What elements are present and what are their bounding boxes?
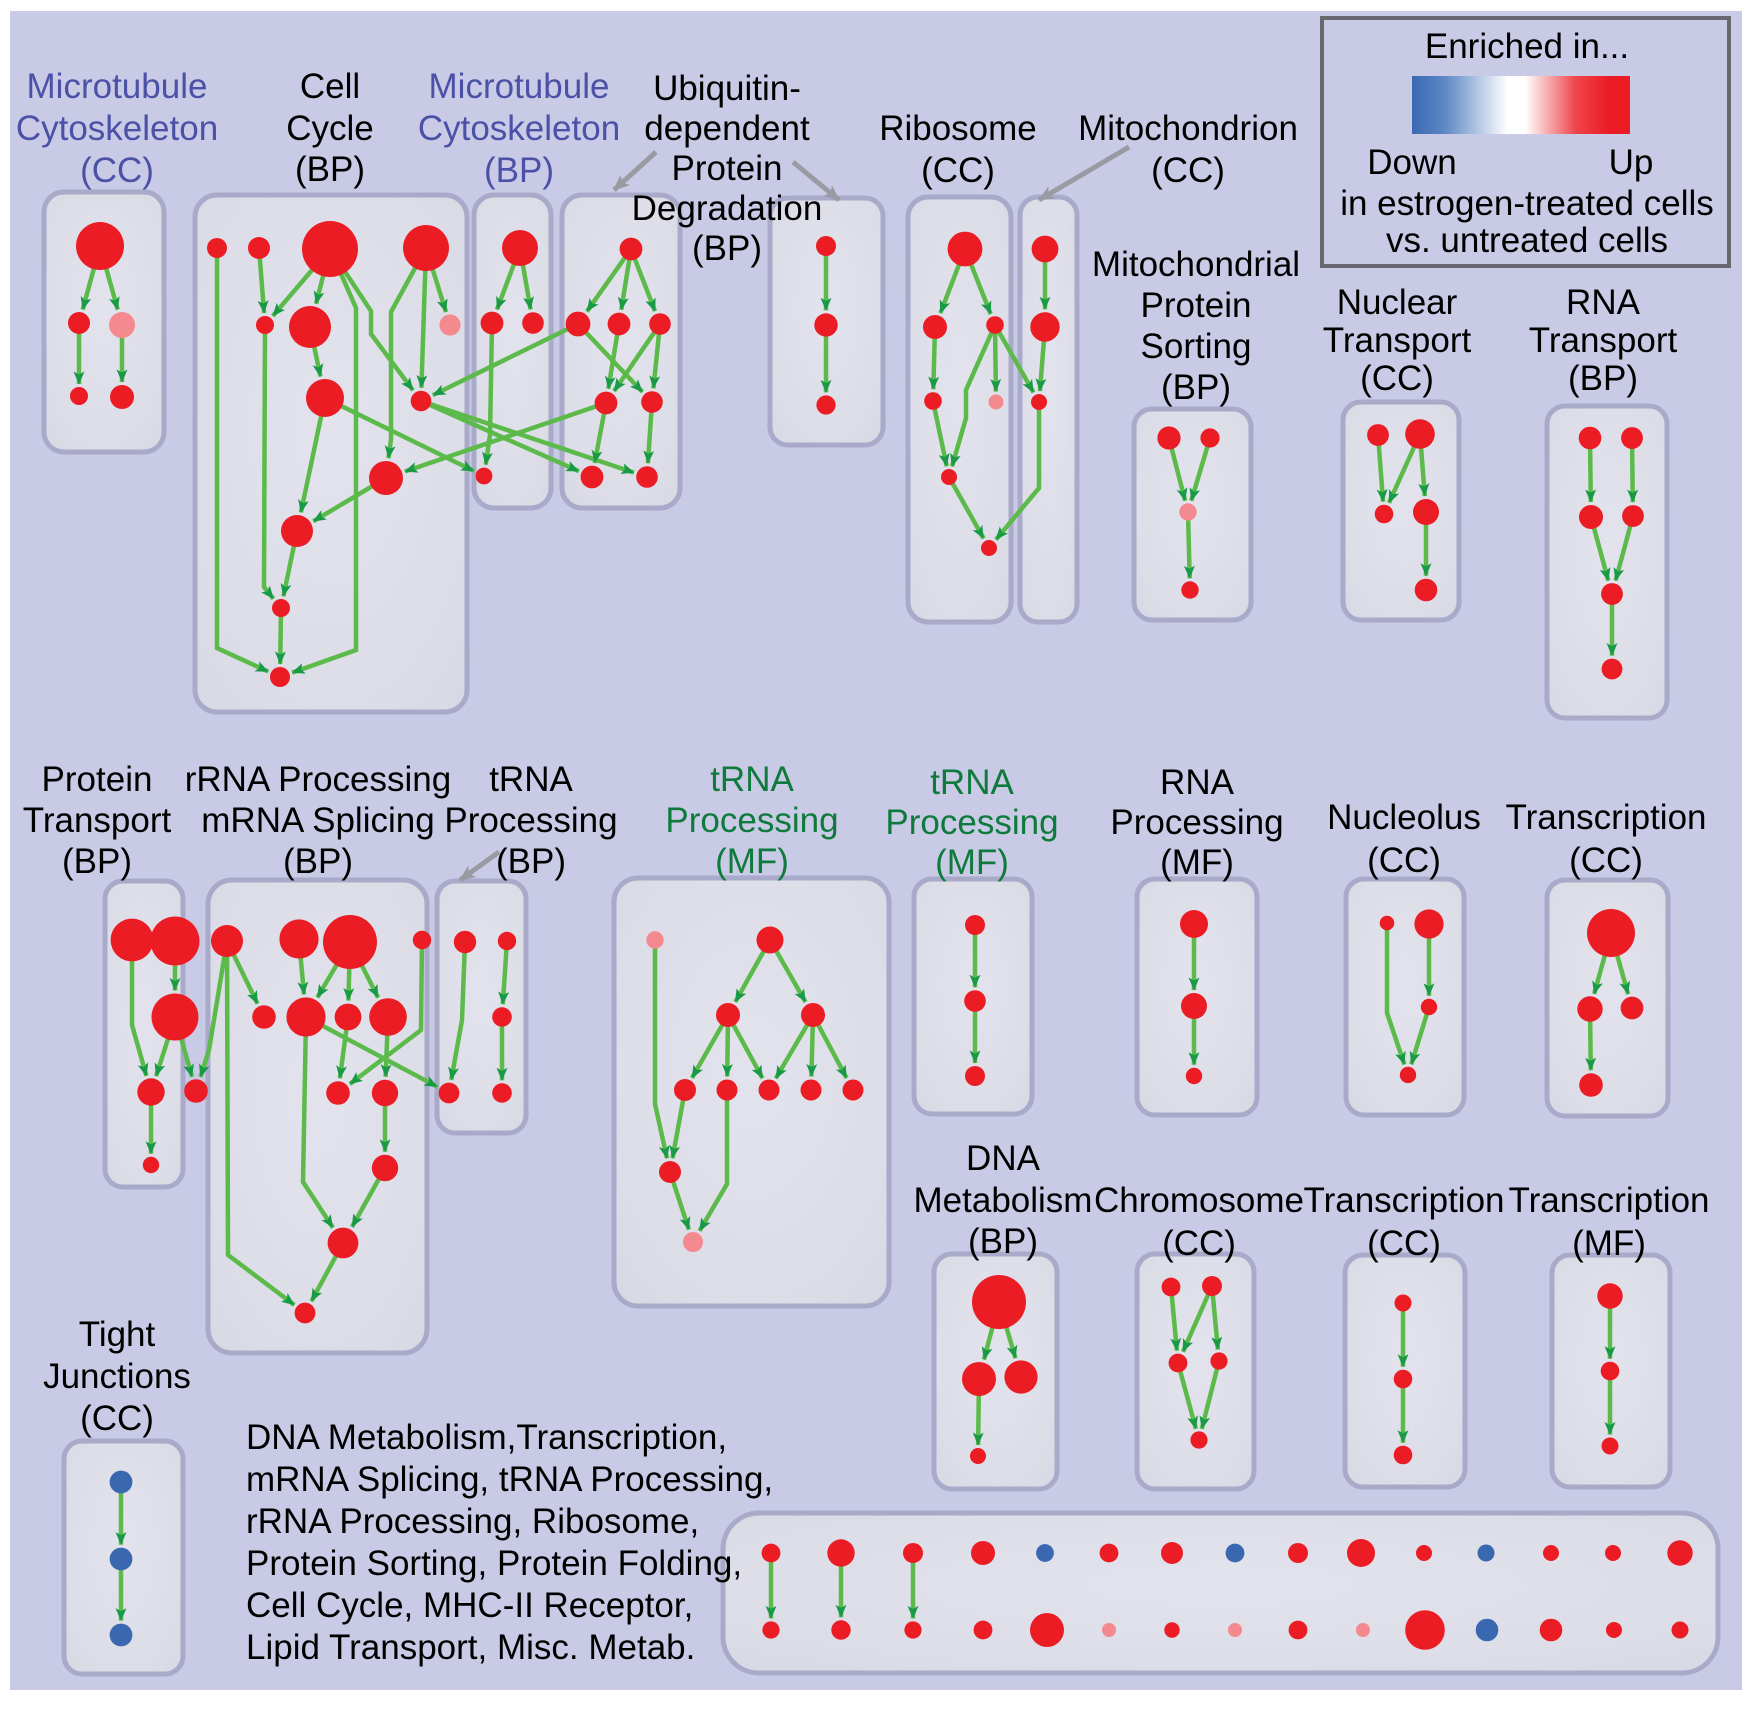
svg-text:Up: Up [1609,143,1654,182]
svg-text:rRNA Processing: rRNA Processing [185,760,451,799]
svg-text:Junctions: Junctions [43,1357,191,1396]
svg-text:DNA Metabolism,Transcription,: DNA Metabolism,Transcription, [246,1418,727,1457]
svg-text:(BP): (BP) [484,151,554,190]
svg-text:(MF): (MF) [715,842,789,881]
svg-text:mRNA Splicing: mRNA Splicing [201,801,434,840]
svg-text:Chromosome: Chromosome [1094,1181,1304,1220]
svg-text:Cytoskeleton: Cytoskeleton [418,109,620,148]
svg-text:Transcription: Transcription [1304,1181,1505,1220]
svg-text:Protein: Protein [672,149,783,188]
svg-text:Cell: Cell [300,67,360,106]
svg-text:Tight: Tight [79,1315,156,1354]
svg-text:(BP): (BP) [283,842,353,881]
svg-text:Transport: Transport [1529,321,1678,360]
svg-text:Enriched in...: Enriched in... [1425,27,1629,66]
svg-text:(CC): (CC) [1367,841,1441,880]
svg-text:Metabolism: Metabolism [914,1181,1093,1220]
svg-text:(BP): (BP) [1161,368,1231,407]
svg-text:(CC): (CC) [80,151,154,190]
svg-text:(CC): (CC) [1569,841,1643,880]
svg-text:Transcription: Transcription [1509,1181,1710,1220]
svg-text:(MF): (MF) [1572,1224,1646,1263]
svg-text:Processing: Processing [885,803,1058,842]
svg-text:(BP): (BP) [496,842,566,881]
svg-text:Cell Cycle, MHC-II Receptor,: Cell Cycle, MHC-II Receptor, [246,1586,693,1625]
svg-text:Degradation: Degradation [632,189,823,228]
svg-text:tRNA: tRNA [489,760,573,799]
svg-text:tRNA: tRNA [930,763,1014,802]
svg-text:(CC): (CC) [921,151,995,190]
svg-text:vs. untreated cells: vs. untreated cells [1386,221,1668,260]
svg-text:Nucleolus: Nucleolus [1327,798,1481,837]
svg-text:Microtubule: Microtubule [429,67,610,106]
svg-text:Protein Sorting, Protein Foldi: Protein Sorting, Protein Folding, [246,1544,742,1583]
svg-text:Transport: Transport [23,801,172,840]
svg-text:(BP): (BP) [692,229,762,268]
svg-text:(CC): (CC) [1162,1224,1236,1263]
svg-text:Lipid Transport, Misc. Metab.: Lipid Transport, Misc. Metab. [246,1628,695,1667]
svg-text:RNA: RNA [1566,283,1641,322]
svg-text:dependent: dependent [644,109,810,148]
svg-text:(CC): (CC) [1367,1224,1441,1263]
svg-text:Transcription: Transcription [1506,798,1707,837]
svg-text:(BP): (BP) [62,842,132,881]
svg-text:(BP): (BP) [968,1222,1038,1261]
svg-text:(CC): (CC) [80,1399,154,1438]
svg-text:Cytoskeleton: Cytoskeleton [16,109,218,148]
svg-text:Ribosome: Ribosome [879,109,1037,148]
svg-text:Mitochondrion: Mitochondrion [1078,109,1298,148]
svg-text:Cycle: Cycle [286,109,374,148]
svg-text:tRNA: tRNA [710,760,794,799]
svg-text:RNA: RNA [1160,763,1235,802]
svg-text:(MF): (MF) [935,843,1009,882]
svg-text:Processing: Processing [1110,803,1283,842]
svg-text:(MF): (MF) [1160,843,1234,882]
svg-text:Microtubule: Microtubule [27,67,208,106]
svg-text:in estrogen-treated cells: in estrogen-treated cells [1340,184,1714,223]
svg-text:Protein: Protein [42,760,153,799]
svg-text:Transport: Transport [1323,321,1472,360]
svg-text:Down: Down [1367,143,1456,182]
svg-text:rRNA Processing, Ribosome,: rRNA Processing, Ribosome, [246,1502,699,1541]
svg-text:(BP): (BP) [295,150,365,189]
svg-text:Processing: Processing [665,801,838,840]
svg-text:Sorting: Sorting [1141,327,1252,366]
svg-text:Mitochondrial: Mitochondrial [1092,245,1300,284]
svg-text:mRNA Splicing, tRNA Processing: mRNA Splicing, tRNA Processing, [246,1460,773,1499]
svg-text:(BP): (BP) [1568,359,1638,398]
svg-text:DNA: DNA [966,1139,1041,1178]
svg-text:Ubiquitin-: Ubiquitin- [653,69,801,108]
svg-text:Protein: Protein [1141,286,1252,325]
svg-text:Nuclear: Nuclear [1337,283,1458,322]
svg-text:(CC): (CC) [1151,151,1225,190]
svg-text:Processing: Processing [444,801,617,840]
svg-text:(CC): (CC) [1360,359,1434,398]
